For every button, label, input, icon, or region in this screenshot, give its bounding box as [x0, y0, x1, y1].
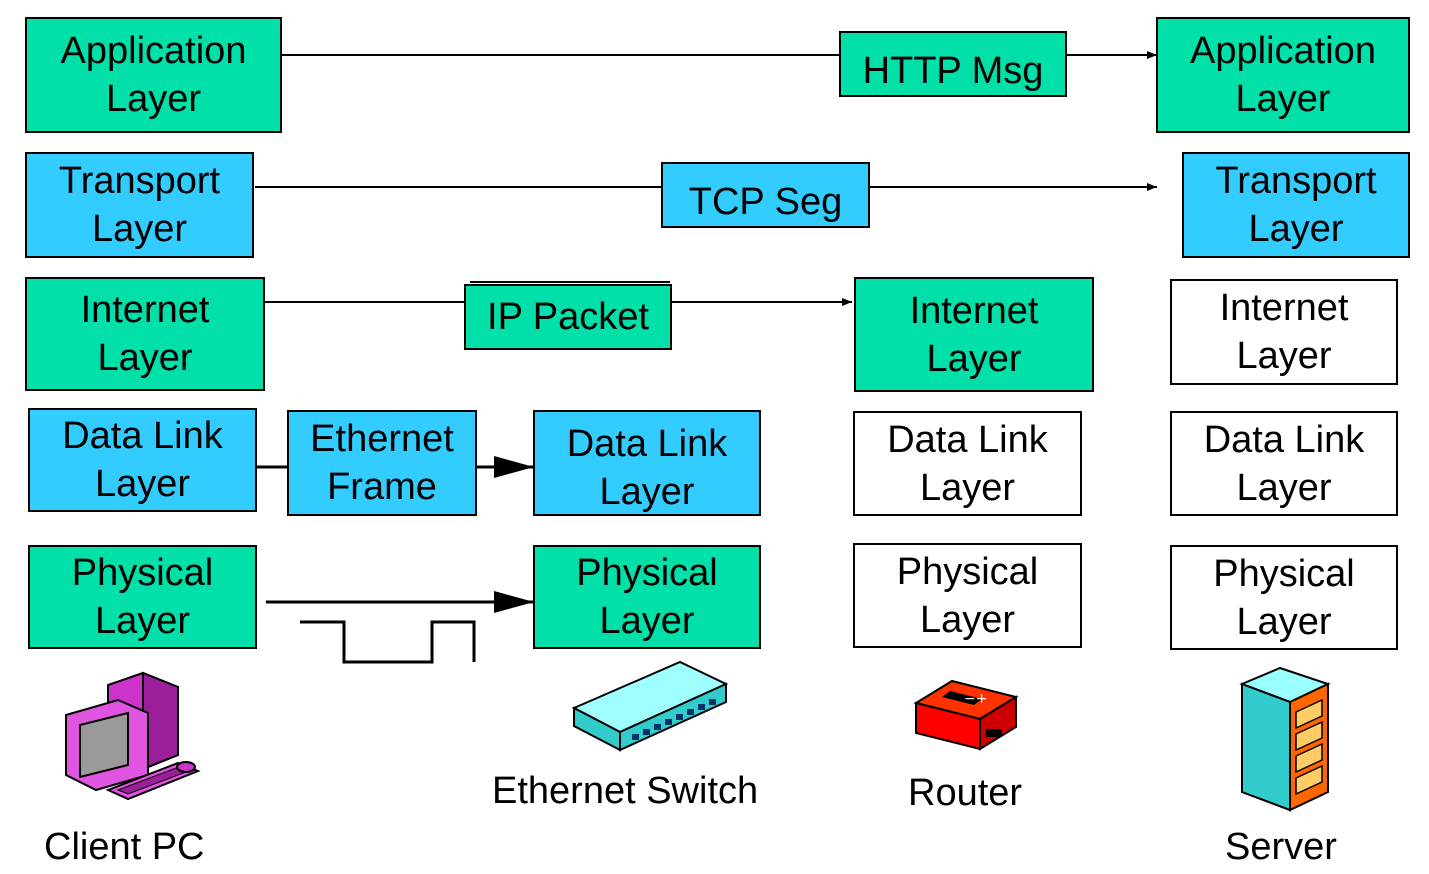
client-datalink-layer: Data Link Layer: [28, 408, 257, 512]
layer-name: Internet: [80, 289, 210, 331]
svg-text:−+: −+: [964, 691, 987, 707]
layer-name: Transport: [58, 160, 221, 202]
layer-name: Data Link: [887, 418, 1048, 461]
layer-word: Layer: [926, 337, 1022, 380]
layer-word: Layer: [94, 600, 191, 642]
client-internet-layer: Internet Layer: [25, 277, 265, 391]
frame-line-2: Frame: [327, 466, 437, 508]
server-datalink-layer: Data Link Layer: [1170, 411, 1398, 516]
layer-name: Physical: [576, 552, 718, 594]
switch-physical-layer: Physical Layer: [533, 545, 761, 649]
server-internet-layer: Internet Layer: [1170, 279, 1398, 385]
ip-packet-box: IP Packet: [464, 284, 672, 350]
client-physical-layer: Physical Layer: [28, 545, 257, 649]
layer-word: Layer: [1236, 335, 1332, 377]
server-icon: [1239, 666, 1331, 812]
ip-packet-label: IP Packet: [487, 295, 649, 338]
router-icon: −+: [913, 679, 1019, 751]
layer-word: Layer: [97, 337, 193, 379]
http-msg-box: HTTP Msg: [839, 31, 1067, 97]
client-pc-caption: Client PC: [44, 826, 205, 868]
layer-name: Data Link: [566, 423, 728, 465]
layer-name: Physical: [1213, 552, 1355, 595]
ethernet-switch-icon: [571, 660, 729, 752]
router-datalink-layer: Data Link Layer: [853, 411, 1082, 516]
router-physical-layer: Physical Layer: [853, 543, 1082, 648]
layer-word: Layer: [94, 463, 191, 505]
signal-waveform: [300, 620, 476, 664]
layer-word: Layer: [1236, 600, 1332, 643]
layer-word: Layer: [1236, 466, 1332, 509]
layer-name: Data Link: [1203, 418, 1365, 461]
layer-word: Layer: [105, 78, 202, 120]
layer-name: Application: [60, 30, 247, 72]
server-physical-layer: Physical Layer: [1170, 545, 1398, 650]
layer-word: Layer: [599, 471, 695, 513]
router-caption: Router: [908, 772, 1023, 814]
layer-name: Application: [1190, 30, 1376, 72]
layer-word: Layer: [1248, 208, 1344, 250]
layer-word: Layer: [599, 600, 695, 642]
switch-datalink-layer: Data Link Layer: [533, 410, 761, 516]
layer-word: Layer: [919, 598, 1016, 641]
tcp-seg-box: TCP Seg: [661, 162, 870, 228]
layer-word: Layer: [1235, 78, 1331, 120]
server-application-layer: Application Layer: [1156, 17, 1410, 133]
router-internet-layer: Internet Layer: [854, 277, 1094, 392]
layer-word: Layer: [91, 208, 188, 250]
tcp-seg-label: TCP Seg: [688, 180, 843, 223]
client-transport-layer: Transport Layer: [25, 152, 254, 258]
frame-line-1: Ethernet: [310, 418, 454, 460]
layer-name: Physical: [71, 552, 214, 594]
layer-name: Transport: [1215, 160, 1377, 202]
server-transport-layer: Transport Layer: [1182, 152, 1410, 258]
ethernet-frame-box: Ethernet Frame: [287, 410, 477, 516]
layer-name: Internet: [1219, 287, 1349, 329]
client-pc-icon: [65, 671, 201, 801]
layer-name: Data Link: [62, 415, 223, 457]
server-caption: Server: [1225, 826, 1337, 868]
http-msg-label: HTTP Msg: [862, 49, 1044, 92]
layer-word: Layer: [919, 466, 1016, 509]
layer-name: Physical: [896, 550, 1039, 593]
ethernet-switch-caption: Ethernet Switch: [492, 770, 759, 812]
client-application-layer: Application Layer: [25, 17, 282, 133]
layer-name: Internet: [909, 289, 1039, 332]
